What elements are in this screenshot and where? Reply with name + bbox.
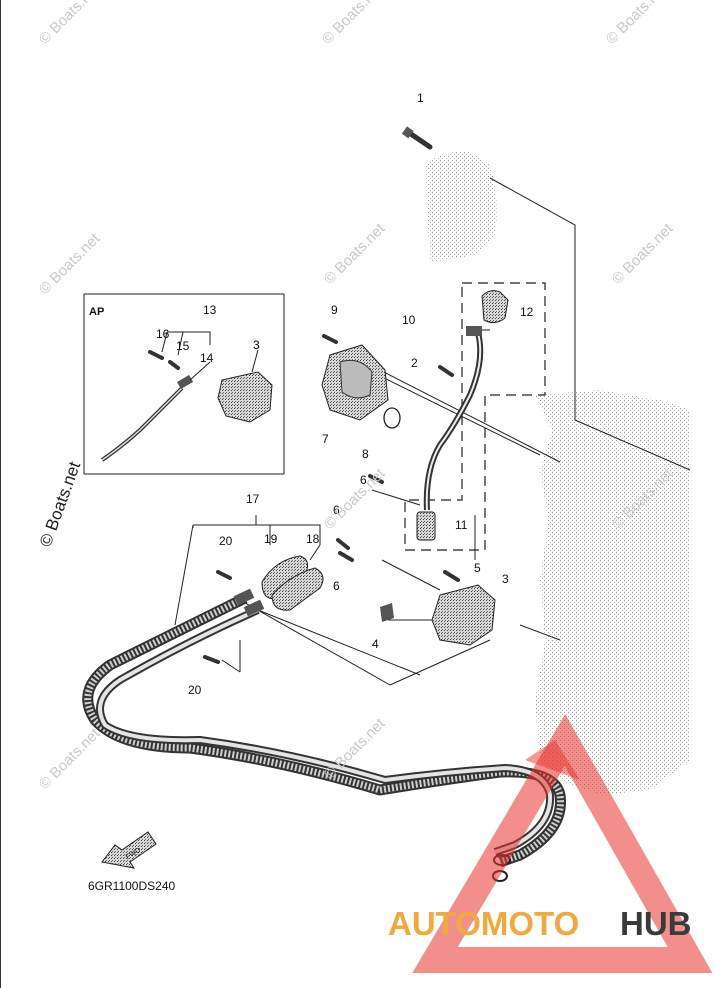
dashed-group-box [404,282,546,551]
callout-1: 1 [417,91,424,105]
callout-3: 3 [502,572,509,586]
inset-ap-box: AP [83,293,285,475]
bolt-part-2 [438,365,454,377]
callout-6a: 6 [360,473,367,487]
cap-part-12 [481,290,509,324]
callout-8: 8 [362,447,369,461]
fuse-holder-part-11 [416,511,436,541]
o-ring-part-8 [383,407,401,429]
callout-18: 18 [306,532,320,546]
bolt-part-9 [322,334,338,344]
callout-20a: 20 [219,534,233,548]
part-code: 6GR1100DS240 [88,879,175,893]
callouts: 1 2 3 3 4 5 6 6 6 7 8 9 10 11 12 13 14 1… [156,91,534,697]
leader-lines [174,177,691,686]
screw-part-5 [443,570,460,582]
callout-13: 13 [203,303,217,317]
callout-16: 16 [156,327,170,341]
watermark: © Boats.net [609,220,677,288]
terminal-block-part-3 [431,584,496,646]
callout-12: 12 [520,305,534,319]
callout-5: 5 [474,561,481,575]
callout-15: 15 [176,339,190,353]
watermark: © Boats.net [321,465,389,533]
watermark: © Boats.net [321,220,389,288]
callout-14: 14 [200,351,214,365]
callout-10: 10 [402,313,416,327]
callout-2: 2 [411,356,418,370]
brand-part1: AUTOMOTO [388,905,579,942]
watermark: © Boats.net [36,725,104,793]
callout-11: 11 [455,518,468,532]
bolt-part-1 [401,126,433,150]
callout-9: 9 [331,303,338,317]
fwd-arrow: FWD [101,831,157,869]
clip-part-4 [380,603,394,622]
housing-part-7 [321,344,389,421]
brand-logo: AUTOMOTO HUB [388,714,713,973]
callout-19: 19 [264,532,278,546]
screws-part-6 [336,474,384,562]
callout-3-inset: 3 [253,338,260,352]
inset-label: AP [89,306,104,318]
callout-17: 17 [246,492,260,506]
callout-6b: 6 [333,503,340,517]
watermark: © Boats.net [319,0,387,48]
engine-ghost [425,151,690,795]
watermark: © Boats.net [36,0,104,48]
screw-part-20b [203,655,220,664]
screw-part-20a [216,570,232,580]
boots-part-18-19 [261,555,324,611]
callout-20b: 20 [188,683,202,697]
wire-part-10 [423,326,484,511]
watermark: © Boats.net [603,0,671,48]
brand-part2: HUB [620,905,692,942]
callout-6c: 6 [333,579,340,593]
battery-cable-part-17 [82,588,566,882]
callout-7: 7 [322,432,329,446]
inset-terminal-block [217,371,273,423]
watermark-dark: © Boats.net [36,459,84,549]
callout-4: 4 [372,637,379,651]
watermark: © Boats.net [36,230,104,298]
